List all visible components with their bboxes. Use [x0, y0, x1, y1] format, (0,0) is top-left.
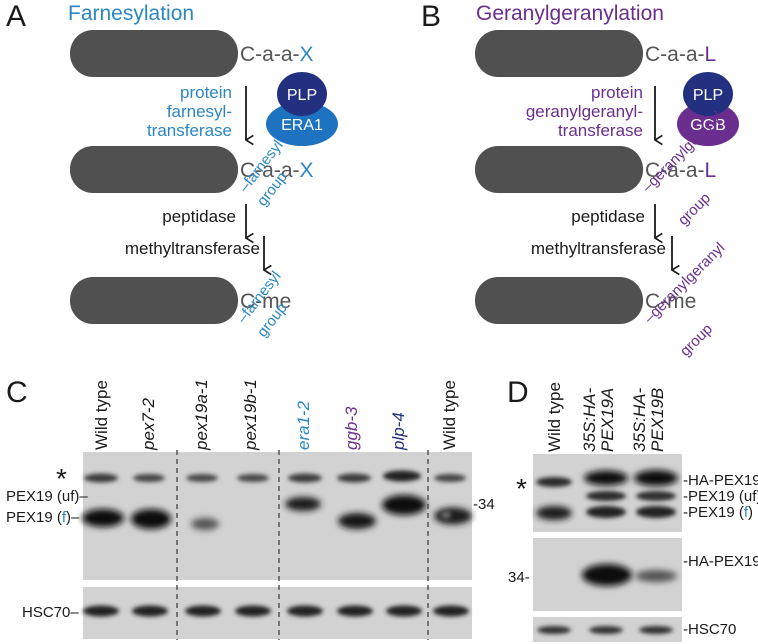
panel-c-label-f: PEX19 (f)–	[6, 509, 80, 526]
panel-b-seq2: C-a-a-L	[645, 159, 716, 182]
lane-label-c4: pex19b-1	[241, 379, 260, 451]
panel-a-enzyme-line1: protein	[180, 83, 232, 102]
panel-d-hsc70-label: -HSC70	[683, 621, 736, 638]
panel-c-separators	[176, 450, 429, 640]
panel-b-letter: B	[421, 0, 441, 33]
lane-label-c5: era1-2	[294, 400, 313, 450]
panel-a-enzyme-line3: transferase	[147, 121, 232, 140]
lane-label-c6: ggb-3	[342, 406, 361, 450]
panel-c-star: *	[56, 463, 67, 494]
panel-b-step2: methyltransferase	[531, 239, 666, 258]
panel-a-enzyme-line2: farnesyl-	[167, 102, 232, 121]
panel-b-enzyme-line1: protein	[591, 83, 643, 102]
protein-shape-b2	[475, 146, 643, 193]
panel-b-group-line2: group	[675, 190, 714, 229]
panel-d-letter: D	[507, 376, 529, 409]
panel-d-star: *	[516, 473, 527, 504]
lane-label-d3a: 35S:HA-	[630, 387, 649, 452]
lane-label-c8: Wild type	[440, 380, 459, 450]
panel-d: D Wild type 35S:HA- PEX19A 35S:HA- PEX19…	[507, 376, 758, 642]
lane-label-d2a: 35S:HA-	[580, 387, 599, 452]
panel-d-label-ha: -HA-PEX19	[683, 472, 758, 489]
bands-d-top	[536, 470, 678, 520]
plp-subunit-b	[683, 72, 733, 116]
panel-a-step1: peptidase	[162, 207, 236, 226]
lane-label-d2b: PEX19A	[598, 388, 617, 452]
ggb-label: GGB	[690, 117, 726, 134]
lane-label-c3: pex19a-1	[192, 379, 211, 451]
panel-d-label-ha2: -HA-PEX19	[683, 553, 758, 570]
panel-c-letter: C	[6, 376, 28, 409]
panel-a-title: Farnesylation	[68, 2, 194, 25]
panel-c-label-uf: PEX19 (uf)–	[6, 488, 88, 505]
bands-c-hsc70	[83, 605, 469, 617]
protein-shape-b3	[475, 277, 643, 324]
lane-label-c2: pex7-2	[139, 397, 158, 451]
panel-d-label-uf: -PEX19 (uf)	[683, 488, 758, 505]
panel-a-step2: methyltransferase	[125, 239, 260, 258]
panel-d-label-f: -PEX19 (f)	[683, 504, 753, 521]
panel-a: A Farnesylation C-a-a-X protein farnesyl…	[6, 0, 338, 340]
panel-b-seq3: C-me	[645, 290, 696, 313]
panel-b-step1: peptidase	[571, 207, 645, 226]
panel-a-letter: A	[6, 0, 26, 33]
plp-label-b: PLP	[693, 87, 723, 104]
panel-b-enzyme-line2: geranylgeranyl-	[526, 102, 643, 121]
panel-a-seq1: C-a-a-X	[240, 43, 314, 66]
panel-b: B Geranylgeranylation C-a-a-L protein ge…	[421, 0, 739, 360]
lane-label-c1: Wild type	[92, 380, 111, 450]
protein-shape-b1	[475, 30, 643, 77]
panel-b-title: Geranylgeranylation	[476, 2, 664, 25]
plp-label-a: PLP	[287, 87, 317, 104]
panel-c-hsc70-label: HSC70–	[22, 604, 79, 621]
panel-c-lane-labels: Wild type pex7-2 pex19a-1 pex19b-1 era1-…	[92, 379, 459, 451]
era1-label: ERA1	[281, 117, 323, 134]
lane-label-d3b: PEX19B	[648, 388, 667, 452]
lane-label-c7: plp-4	[389, 412, 408, 451]
bands-d-middle	[582, 564, 677, 586]
protein-shape-a1	[70, 30, 238, 77]
ggb-subunit	[677, 102, 739, 146]
protein-shape-a3	[70, 277, 238, 324]
panel-b-enzyme-line3: transferase	[558, 121, 643, 140]
panel-b-seq1: C-a-a-L	[645, 43, 716, 66]
panel-b-group3-line2: group	[677, 321, 716, 360]
bands-d-hsc70	[537, 626, 673, 634]
panel-a-seq2: C-a-a-X	[240, 159, 314, 182]
lane-label-d1: Wild type	[545, 382, 564, 452]
panel-a-seq3: C-me	[240, 290, 291, 313]
protein-shape-a2	[70, 146, 238, 193]
panel-d-marker: 34-	[508, 569, 530, 586]
panel-c-marker: -34	[473, 496, 495, 513]
era1-subunit	[266, 102, 338, 146]
plp-subunit-a	[277, 72, 327, 116]
panel-c: C Wild type pex7-2 pex19a-1 pex19b-1 era…	[6, 376, 495, 640]
bands-c-main	[82, 470, 472, 530]
